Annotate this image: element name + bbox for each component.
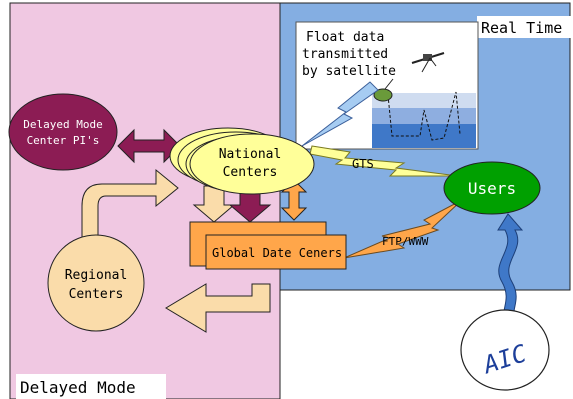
national-centers-label-line-1: National (219, 147, 282, 162)
global-data-centers-box (205, 234, 347, 270)
regional-to-national-arrow (81, 168, 179, 243)
national-centers-node (169, 127, 315, 195)
ftp-www-link-label: FTP/WWW (382, 235, 429, 248)
ocean-layer-deep (372, 124, 476, 148)
gts-link-label: GTS (352, 157, 374, 171)
gts-lightning-bolt (309, 145, 459, 177)
satellite-lightning-bolt (301, 81, 379, 147)
float-trajectory (387, 91, 461, 141)
float-caption-line-2: transmitted (302, 47, 388, 62)
regional-centers-label-line-2: Centers (69, 287, 124, 302)
delayed-mode-center-label-line-1: Delayed Mode (23, 118, 102, 131)
users-node (443, 161, 541, 215)
real-time-label-box (477, 16, 573, 38)
national-centers-label-line-2: Centers (223, 165, 278, 180)
delayed-mode-center-node (8, 93, 118, 171)
national-global-double-arrow (280, 179, 308, 221)
global-data-centers-label: Global Date Ceners (212, 246, 342, 260)
float-caption: Float data transmitted by satellite (302, 30, 396, 79)
float-icon (373, 78, 394, 102)
regional-centers-node (47, 234, 145, 332)
ocean-layer-mid (372, 108, 476, 124)
delayed-mode-region (9, 2, 281, 399)
users-label: Users (468, 179, 516, 198)
ocean-layer-surface (372, 93, 476, 108)
float-caption-line-1: Float data (306, 30, 384, 45)
delayed-mode-label-box (16, 374, 166, 399)
global-to-regional-arrow (165, 283, 271, 333)
real-time-label: Real Time (481, 19, 562, 37)
aic-node (460, 309, 550, 391)
satellite-icon (411, 52, 445, 73)
float-caption-line-3: by satellite (302, 64, 396, 79)
delayed-mode-label: Delayed Mode (20, 378, 136, 397)
regional-centers-label-line-1: Regional (65, 268, 128, 283)
delayed-mode-center-label-line-2: Center PI's (27, 134, 100, 147)
